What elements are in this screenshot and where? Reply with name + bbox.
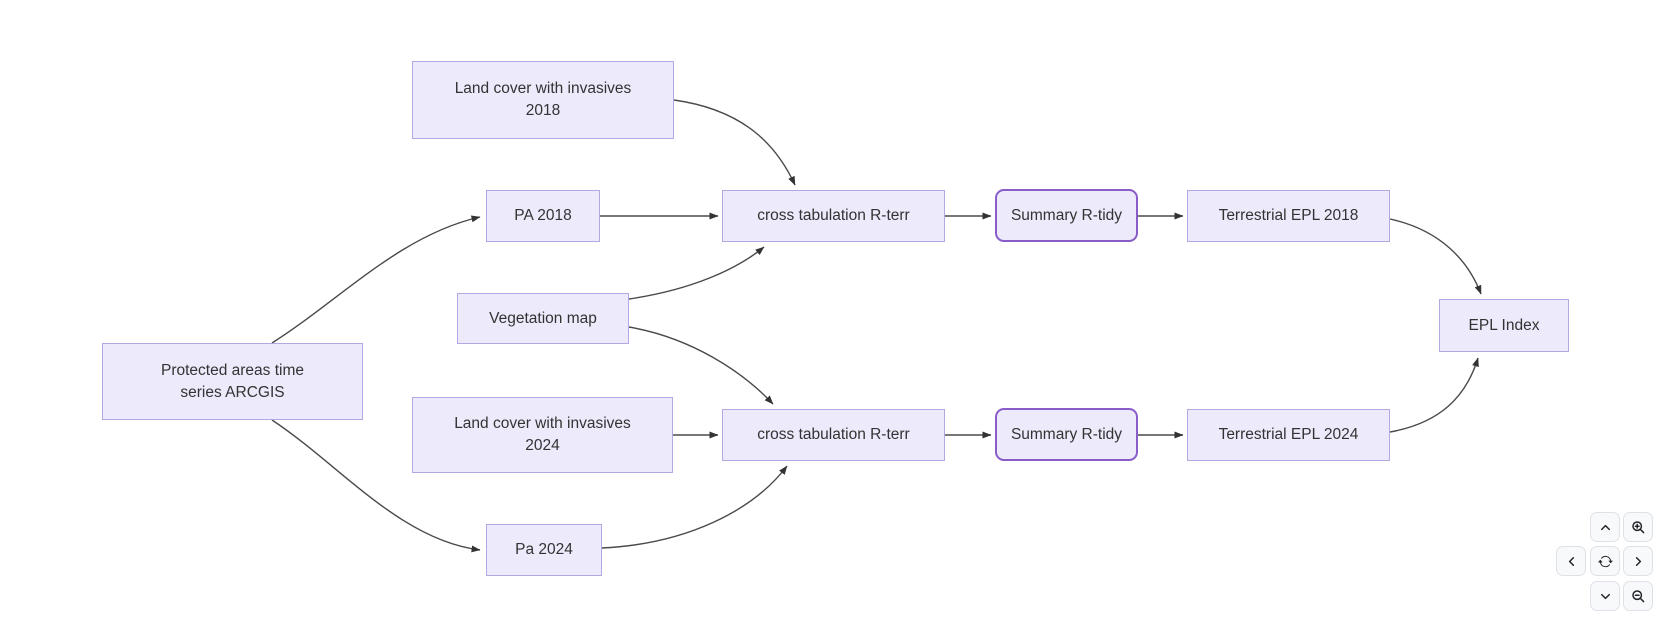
zoom-in-icon bbox=[1631, 520, 1646, 535]
node-summary-r-tidy-2018: Summary R-tidy bbox=[995, 189, 1138, 242]
node-cross-tabulation-2018: cross tabulation R-terr bbox=[722, 190, 945, 242]
node-label: Pa 2024 bbox=[515, 541, 573, 558]
node-cross-tabulation-2024: cross tabulation R-terr bbox=[722, 409, 945, 461]
node-label: EPL Index bbox=[1468, 316, 1540, 334]
edge-vegetation-map-to-cross-tab-2018 bbox=[628, 246, 765, 300]
node-epl-index: EPL Index bbox=[1439, 299, 1569, 352]
pan-left-button[interactable] bbox=[1556, 546, 1586, 576]
node-label: Summary R-tidy bbox=[1010, 206, 1123, 224]
node-label: Vegetation map bbox=[489, 309, 597, 327]
node-label: Summary R-tidy bbox=[1010, 425, 1123, 443]
edge-terrestrial-epl-2018-to-epl-index bbox=[1389, 218, 1482, 295]
node-label: Terrestrial EPL 2024 bbox=[1218, 426, 1359, 443]
pan-down-button[interactable] bbox=[1590, 581, 1620, 611]
node-summary-r-tidy-2024: Summary R-tidy bbox=[995, 408, 1138, 461]
node-label: Protected areas time series ARCGIS bbox=[160, 361, 304, 401]
edge-land-cover-2018-to-cross-tab-2018 bbox=[673, 99, 796, 186]
pan-up-button[interactable] bbox=[1590, 512, 1620, 542]
node-vegetation-map: Vegetation map bbox=[457, 293, 629, 344]
node-land-cover-2024: Land cover with invasives 2024 bbox=[412, 397, 673, 473]
edge-pa-2024-to-cross-tab-2024 bbox=[601, 465, 788, 549]
edge-terrestrial-epl-2024-to-epl-index bbox=[1389, 357, 1479, 433]
edge-protected-areas-to-pa-2018 bbox=[271, 215, 481, 344]
chevron-down-icon bbox=[1598, 589, 1613, 604]
zoom-in-button[interactable] bbox=[1623, 512, 1653, 542]
node-terrestrial-epl-2018: Terrestrial EPL 2018 bbox=[1187, 190, 1390, 242]
pan-right-button[interactable] bbox=[1623, 546, 1653, 576]
node-land-cover-2018: Land cover with invasives 2018 bbox=[412, 61, 674, 139]
node-label: Land cover with invasives 2024 bbox=[454, 415, 631, 454]
node-pa-2018: PA 2018 bbox=[486, 190, 600, 242]
zoom-out-button[interactable] bbox=[1623, 581, 1653, 611]
node-label: Terrestrial EPL 2018 bbox=[1218, 207, 1359, 224]
node-protected-areas: Protected areas time series ARCGIS bbox=[102, 343, 363, 420]
refresh-icon bbox=[1597, 554, 1613, 569]
node-pa-2024: Pa 2024 bbox=[486, 524, 602, 576]
zoom-out-icon bbox=[1631, 589, 1646, 604]
chevron-right-icon bbox=[1631, 554, 1646, 569]
edge-vegetation-map-to-cross-tab-2024 bbox=[628, 326, 774, 405]
reset-view-button[interactable] bbox=[1590, 546, 1620, 576]
node-label: Land cover with invasives 2018 bbox=[454, 80, 632, 119]
chevron-left-icon bbox=[1564, 554, 1579, 569]
node-label: cross tabulation R-terr bbox=[757, 426, 910, 443]
node-label: cross tabulation R-terr bbox=[757, 207, 910, 224]
node-terrestrial-epl-2024: Terrestrial EPL 2024 bbox=[1187, 409, 1390, 461]
chevron-up-icon bbox=[1598, 520, 1613, 535]
node-label: PA 2018 bbox=[514, 207, 572, 224]
